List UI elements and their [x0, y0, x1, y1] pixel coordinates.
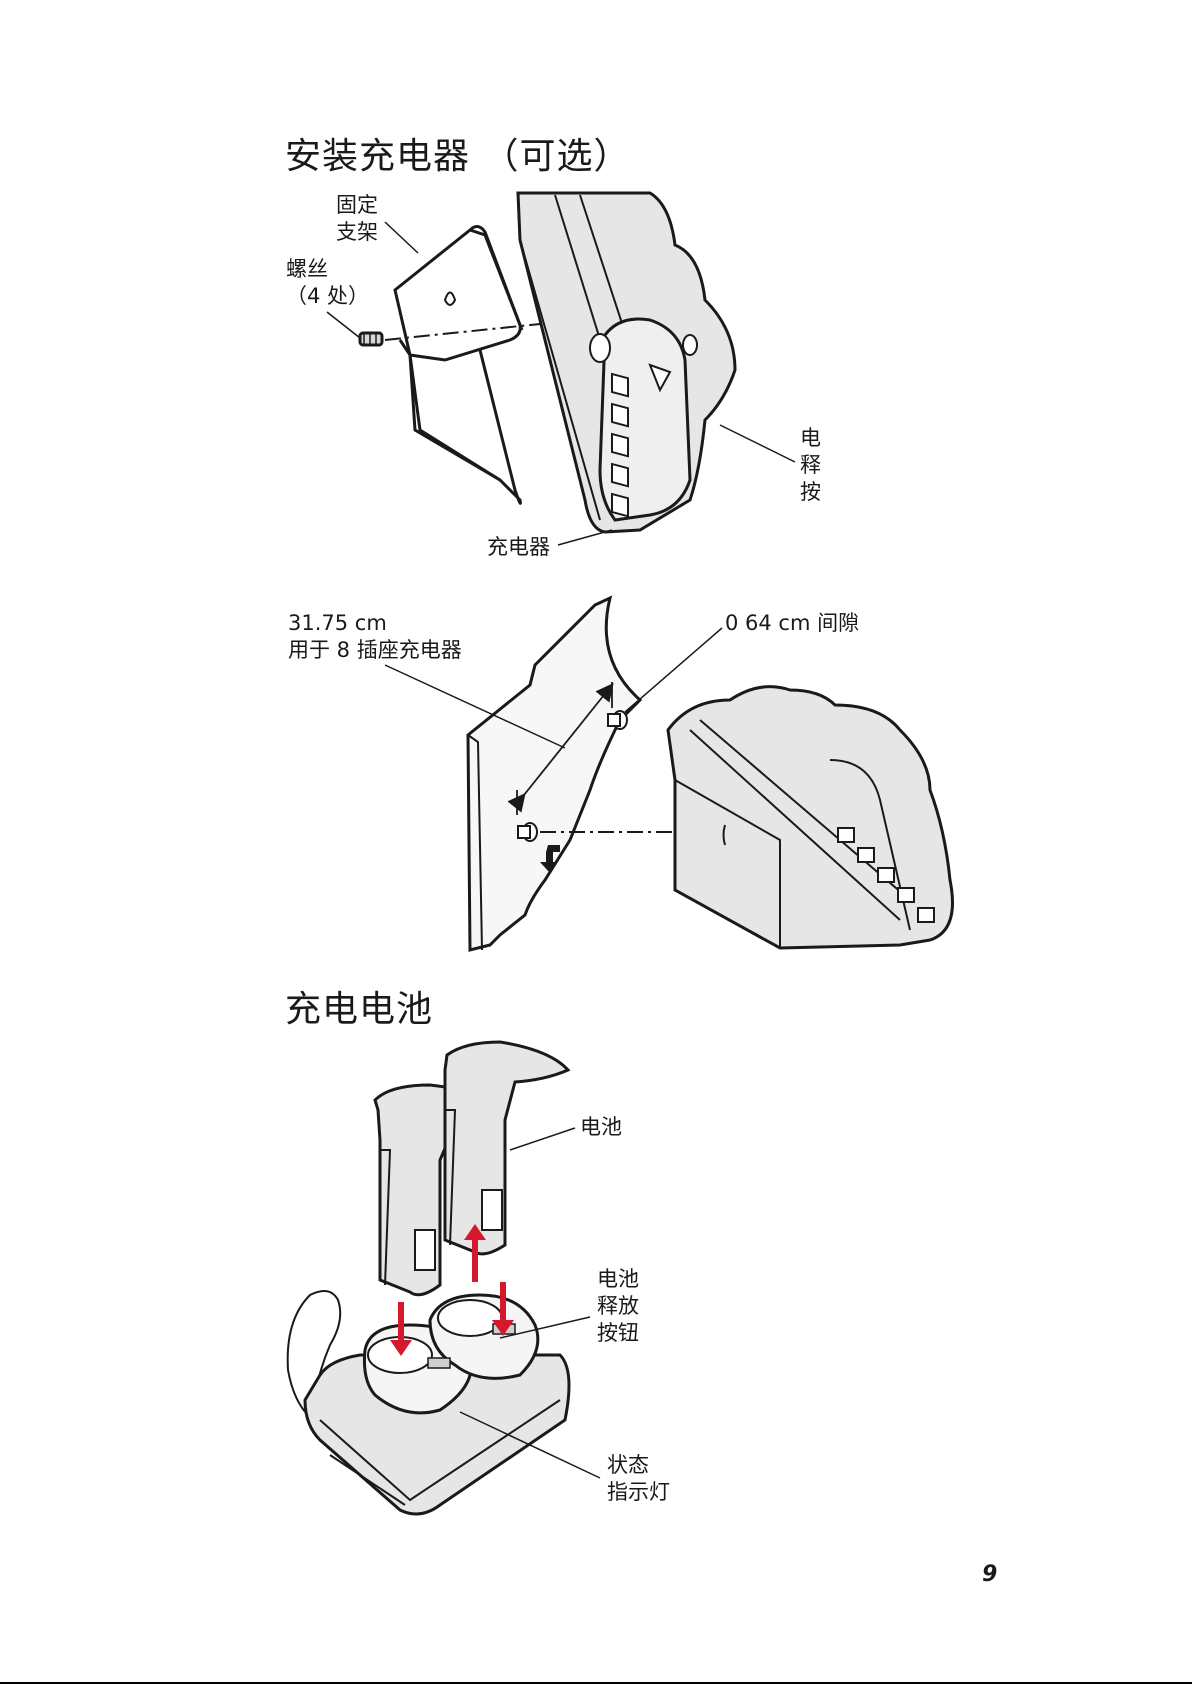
label-battery-release-button: 电池释放按钮 [597, 1266, 639, 1347]
label-charger: 充电器 [487, 534, 550, 561]
screw [360, 333, 382, 345]
battery-right [445, 1042, 568, 1254]
battery-charger-figure [288, 1042, 600, 1514]
wall-plate [468, 598, 640, 950]
bracket-figure [327, 193, 795, 545]
mounting-bracket [395, 226, 520, 360]
label-screws: 螺丝（4 处） [286, 256, 369, 310]
label-status-indicator: 状态指示灯 [607, 1452, 670, 1506]
wall-mount-figure [385, 598, 953, 950]
label-fixing-bracket: 固定支架 [336, 192, 378, 246]
page-number: 9 [982, 1562, 997, 1587]
label-release-button: 电释按 [800, 425, 821, 506]
bottom-rule [0, 1682, 1192, 1684]
bolt-top [608, 711, 627, 729]
charger-body-2 [668, 687, 953, 948]
bolt-bottom [518, 823, 537, 841]
label-gap: 0 64 cm 间隙 [725, 610, 859, 637]
label-battery: 电池 [580, 1114, 622, 1141]
